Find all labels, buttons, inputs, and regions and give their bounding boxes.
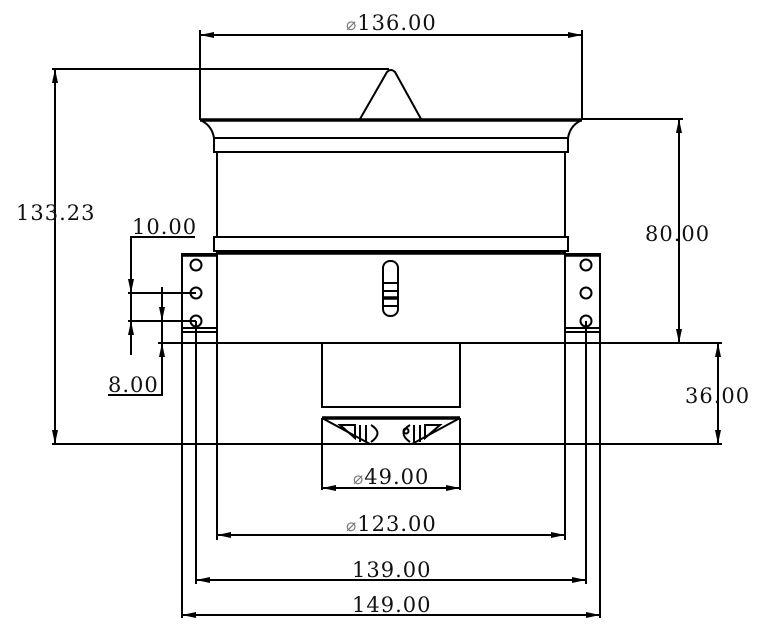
flange-width-label: 149.00	[352, 593, 431, 617]
dimension-labels: ⌀136.00 133.23 80.00 36.00 10.00 8.00 ⌀4…	[16, 11, 750, 617]
inlet-lip-right-curve	[567, 120, 581, 139]
svg-text:⌀136.00: ⌀136.00	[346, 11, 437, 35]
diameter-symbol: ⌀	[353, 469, 364, 489]
svg-text:⌀123.00: ⌀123.00	[346, 512, 437, 536]
body-diameter-label: 123.00	[357, 512, 436, 536]
overall-height-label: 133.23	[16, 201, 95, 225]
extension-lines	[52, 30, 722, 618]
hole-span-label: 139.00	[352, 558, 431, 582]
body-height-label: 80.00	[645, 222, 710, 246]
exhaust-tail	[321, 342, 461, 490]
connector-slot	[382, 260, 399, 317]
hole-offset-label: 8.00	[108, 373, 159, 397]
tail-height-label: 36.00	[685, 384, 750, 408]
fan-unit-outline	[181, 69, 601, 490]
mount-hole-icon	[579, 286, 593, 300]
diameter-symbol: ⌀	[346, 516, 357, 536]
right-mounting-flange	[564, 253, 601, 333]
mount-hole-icon	[579, 258, 593, 272]
spinner-cone	[359, 69, 422, 120]
svg-text:⌀49.00: ⌀49.00	[353, 465, 429, 489]
inlet-lip-left-curve	[201, 120, 215, 139]
exhaust-diameter-label: 49.00	[364, 465, 429, 489]
middle-band	[213, 236, 569, 252]
top-diameter-label: 136.00	[357, 11, 436, 35]
hole-pitch-label: 10.00	[132, 215, 197, 239]
mount-hole-icon	[189, 258, 203, 272]
diameter-symbol: ⌀	[346, 15, 357, 35]
dimension-lines	[52, 32, 721, 618]
top-band	[213, 137, 569, 153]
